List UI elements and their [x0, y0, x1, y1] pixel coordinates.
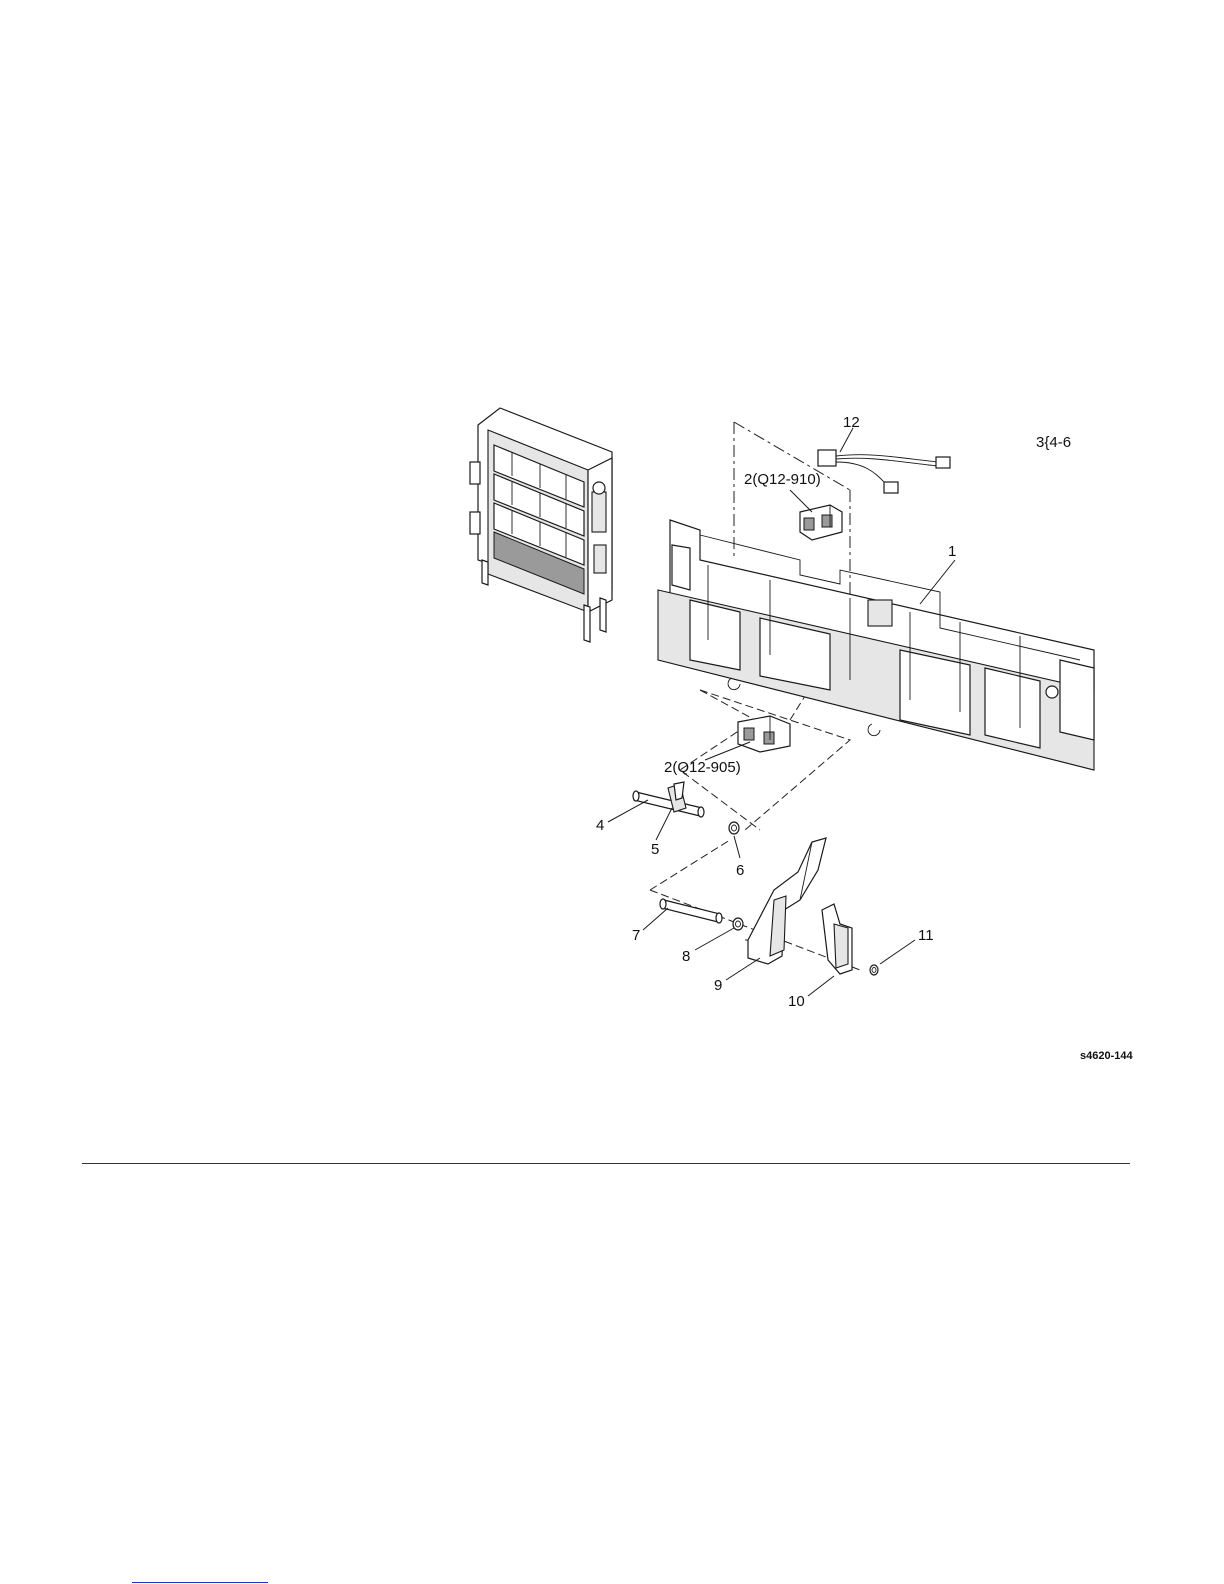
part-12-wire-harness — [818, 450, 950, 493]
part-4-shaft — [633, 791, 704, 817]
callout-1: 1 — [948, 543, 956, 560]
callout-5: 5 — [651, 841, 659, 858]
part-11-spring — [870, 965, 878, 975]
part-7-shaft — [660, 899, 722, 923]
locator-tray-assembly — [470, 408, 612, 642]
callout-12: 12 — [843, 414, 860, 431]
callout-7: 7 — [632, 927, 640, 944]
part-1-chute-frame — [658, 520, 1094, 770]
callout-2-q12-905: 2(Q12-905) — [664, 759, 741, 776]
callout-10: 10 — [788, 993, 805, 1010]
callout-11: 11 — [918, 927, 934, 944]
part-2-sensor-q12-910 — [800, 505, 842, 540]
footer-divider — [82, 1163, 1130, 1164]
bottom-link-underline[interactable] — [132, 1582, 268, 1583]
callout-2-q12-910: 2(Q12-910) — [744, 471, 821, 488]
callout-9: 9 — [714, 977, 722, 994]
part-2-sensor-q12-905 — [738, 716, 790, 752]
callout-8: 8 — [682, 948, 690, 965]
callout-4: 4 — [596, 817, 604, 834]
part-9-lever — [748, 838, 826, 964]
part-10-actuator — [822, 904, 852, 974]
figure-code: 3{4-6 — [1036, 434, 1071, 451]
callout-6: 6 — [736, 862, 744, 879]
part-8-spring — [733, 918, 743, 930]
image-reference: s4620-144 — [1080, 1050, 1133, 1062]
part-6-spring — [729, 822, 739, 834]
